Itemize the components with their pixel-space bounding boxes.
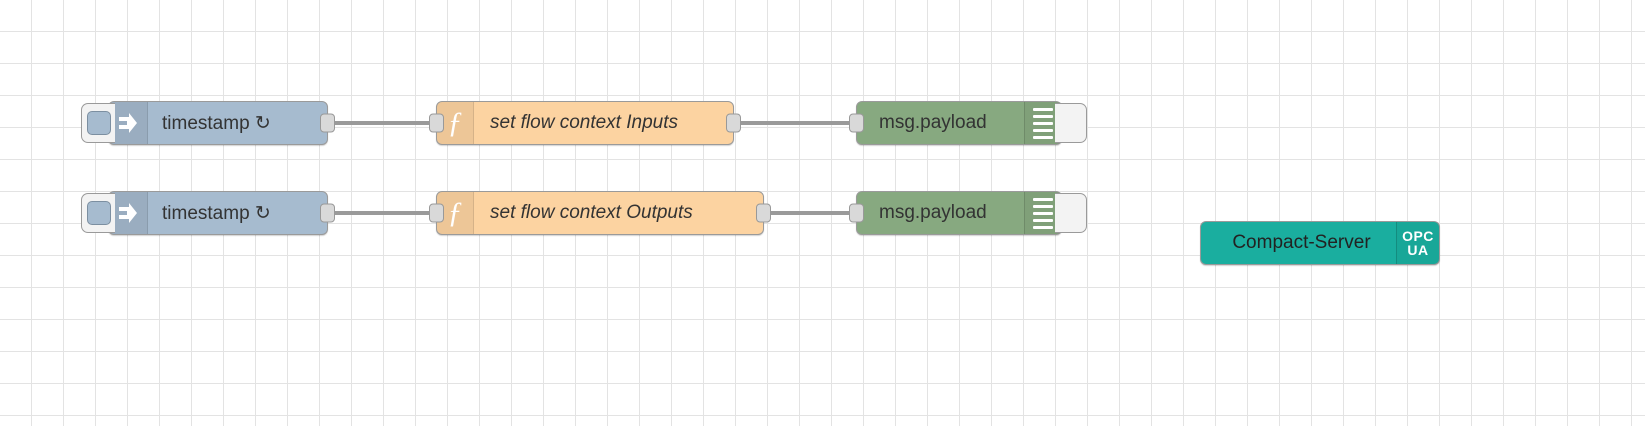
node-debug-msg-payload-2[interactable]: msg.payload [849,191,1087,235]
node-opcua-compact-server[interactable]: Compact-Server OPC UA [1200,221,1440,265]
input-port[interactable] [849,203,864,223]
node-function-set-flow-context-inputs[interactable]: ƒ set flow context Inputs [429,101,741,145]
opc-ua-icon-line-1: OPC [1402,227,1434,244]
output-port[interactable] [320,113,335,133]
debug-lines-icon [1024,192,1061,234]
inject-trigger-button-1[interactable] [81,103,115,143]
debug-bar [1033,225,1053,229]
node-debug-msg-payload-1[interactable]: msg.payload [849,101,1087,145]
debug-bar [1033,204,1053,208]
node-label: timestamp ↻ [162,112,271,134]
node-label: msg.payload [879,112,987,133]
debug-bar [1033,128,1053,132]
function-f-icon: ƒ [437,102,474,144]
debug-bar [1033,135,1053,139]
node-inject-timestamp-2[interactable]: timestamp ↻ [81,191,335,235]
node-label: msg.payload [879,202,987,223]
debug-bar [1033,197,1053,201]
node-inject-timestamp-1[interactable]: timestamp ↻ [81,101,335,145]
node-function-set-flow-context-outputs[interactable]: ƒ set flow context Outputs [429,191,771,235]
opc-ua-icon-line-2: UA [1407,242,1429,258]
function-f-glyph: ƒ [447,196,463,229]
node-label: set flow context Inputs [490,112,678,133]
debug-bar [1033,107,1053,111]
debug-enable-toggle[interactable] [1055,193,1087,233]
input-port[interactable] [849,113,864,133]
arrow-right-icon [109,102,148,144]
arrow-right-icon [109,192,148,234]
output-port[interactable] [756,203,771,223]
node-label: timestamp ↻ [162,202,271,224]
inject-trigger-button-inner-1 [86,111,111,135]
inject-trigger-button-inner-2 [86,201,111,225]
opc-ua-icon: OPC UA [1396,222,1439,264]
debug-bar [1033,114,1053,118]
node-label: Compact-Server [1232,232,1371,253]
debug-bar [1033,211,1053,215]
node-label: set flow context Outputs [490,202,693,223]
input-port[interactable] [429,203,444,223]
output-port[interactable] [320,203,335,223]
inject-trigger-button-2[interactable] [81,193,115,233]
debug-enable-toggle[interactable] [1055,103,1087,143]
function-f-glyph: ƒ [447,106,463,139]
debug-bar [1033,218,1053,222]
input-port[interactable] [429,113,444,133]
debug-bar [1033,121,1053,125]
debug-lines-icon [1024,102,1061,144]
output-port[interactable] [726,113,741,133]
